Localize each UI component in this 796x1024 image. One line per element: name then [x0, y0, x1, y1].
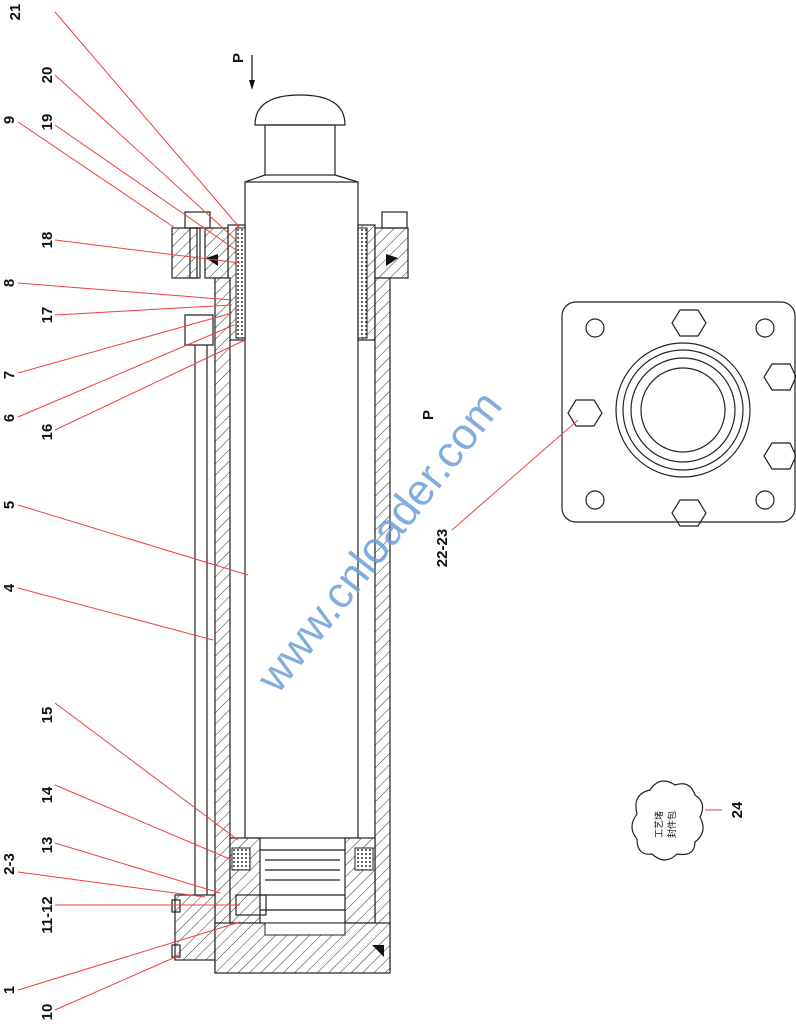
leader-lines [17, 11, 722, 1011]
part-label: 21 [7, 4, 24, 21]
part-label: 2-3 [1, 853, 18, 875]
part-label: 24 [729, 801, 746, 818]
part-label: 14 [39, 786, 56, 803]
part-label: 16 [39, 424, 56, 441]
cloud-outline [631, 780, 704, 861]
part-label: 17 [39, 307, 56, 324]
cloud-note-line1: 工艺堵 [653, 811, 665, 838]
flange-view [561, 301, 796, 527]
cylinder-head [171, 211, 409, 341]
piston [229, 837, 376, 924]
part-label: 7 [1, 371, 18, 379]
part-label: 9 [1, 116, 18, 124]
part-label: 4 [1, 583, 18, 592]
cloud-note: 工艺堵 封件包 [631, 780, 704, 861]
part-label: 15 [39, 707, 56, 724]
part-label: 13 [39, 837, 56, 854]
arrow-down-icon [249, 80, 255, 90]
piston-rod [244, 181, 359, 839]
part-label: 5 [1, 501, 18, 509]
view-label: P [420, 410, 437, 420]
part-label: 11-12 [39, 896, 56, 934]
part-label: 19 [39, 114, 56, 131]
part-labels: 21 20 9 19 18 8 17 7 6 16 5 4 15 14 13 2… [1, 4, 746, 1021]
part-label: 18 [39, 232, 56, 249]
part-label: 22-23 [434, 529, 451, 567]
cylinder-base [214, 922, 391, 974]
force-label: P [230, 53, 247, 63]
part-label: 20 [39, 67, 56, 84]
cloud-note-line2: 封件包 [666, 811, 678, 838]
part-label: 8 [1, 279, 18, 287]
part-label: 10 [39, 1004, 56, 1021]
part-label: 6 [1, 414, 18, 422]
bolt-hex-icon [567, 309, 796, 527]
force-arrow: P [230, 53, 255, 90]
rod-eye [244, 94, 359, 183]
oil-pipe [171, 314, 216, 961]
part-label: 1 [1, 986, 18, 994]
